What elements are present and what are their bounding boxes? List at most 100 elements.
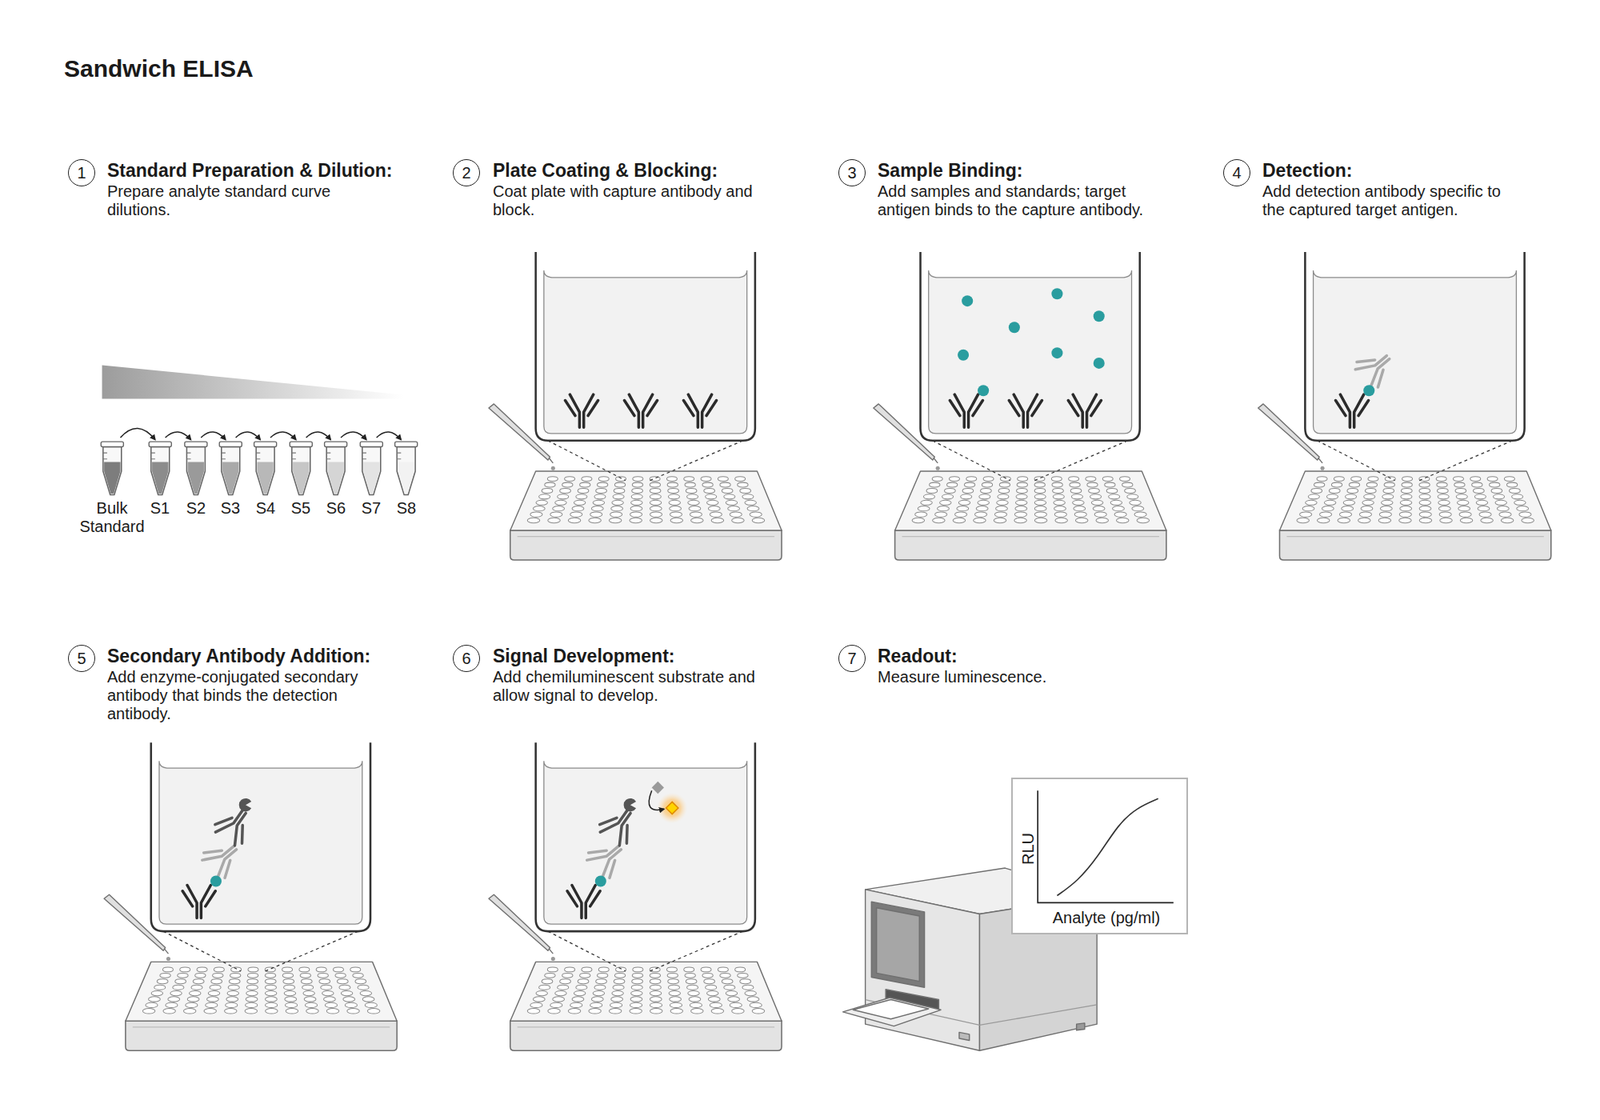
plate-well (187, 996, 200, 1002)
plate-well (949, 476, 960, 482)
plate-well (1348, 482, 1360, 488)
step-description: Add chemiluminescent substrate and allow… (492, 668, 777, 705)
plate-well (1333, 476, 1344, 482)
plate-well (752, 1008, 764, 1015)
secondary-antibody (596, 802, 643, 848)
plate-well (1516, 506, 1529, 512)
plate-seam (902, 536, 1160, 537)
plate-well (285, 1008, 298, 1015)
plate-well (1383, 488, 1395, 493)
plate-well (596, 482, 608, 488)
plate-well (980, 488, 992, 493)
plate-well (1364, 494, 1376, 500)
plate-well (630, 1002, 643, 1008)
tube-graduation (256, 452, 260, 460)
plate-well (282, 967, 293, 972)
plate-well (1016, 488, 1028, 493)
plate-well (227, 990, 239, 996)
plate-well (1112, 506, 1125, 512)
drawer-tray (843, 997, 941, 1027)
plate-well (548, 1008, 560, 1015)
zoom-line (163, 931, 359, 972)
microplate (1279, 471, 1551, 560)
substrate (652, 781, 664, 794)
plate-well (1127, 494, 1139, 500)
plate-well (630, 512, 643, 517)
plate-well (935, 512, 948, 517)
plate-well (165, 1002, 178, 1008)
plate-well (684, 967, 695, 972)
plate-well (932, 476, 943, 482)
plate-well (580, 972, 591, 978)
plate-well (598, 967, 609, 972)
plate-well (209, 984, 221, 990)
plate-well (608, 517, 621, 524)
plate-well (1085, 476, 1096, 482)
plate-well (705, 494, 717, 500)
plate-well (580, 482, 591, 488)
plate-well (685, 488, 697, 493)
plate-well (264, 990, 276, 996)
tube-liquid (327, 462, 344, 495)
plate-well (688, 990, 700, 996)
plate-well (721, 979, 733, 984)
plate-well (704, 488, 716, 493)
well-wall (151, 742, 371, 932)
plate-well (284, 984, 296, 990)
plate-well (547, 476, 558, 482)
plate-well (1016, 500, 1028, 505)
plate-well (977, 500, 989, 505)
plate-well (1400, 488, 1412, 493)
transfer-arrow (340, 432, 367, 440)
tube-cap (324, 441, 348, 447)
plate-well (929, 482, 940, 488)
plate-well (1341, 506, 1354, 512)
plate-well (248, 967, 259, 972)
plate-well (316, 967, 327, 972)
plate-well (536, 500, 548, 505)
step-heading: Secondary Antibody Addition: (107, 645, 371, 667)
transfer-arrow (270, 432, 296, 440)
plate-well (577, 488, 589, 493)
plate-well (702, 972, 713, 978)
plate-well (1512, 494, 1524, 500)
plate-well (630, 996, 643, 1002)
plate-well (555, 500, 567, 505)
plate-well (976, 506, 988, 512)
plate-well (1106, 488, 1118, 493)
plate-well (347, 1008, 360, 1015)
plate-well (744, 990, 756, 996)
plate-well (1305, 500, 1317, 505)
plate-well (560, 979, 572, 984)
plate-well (667, 482, 678, 488)
plate-well (631, 984, 643, 990)
plate-well (732, 1008, 744, 1015)
plate-well (1470, 476, 1481, 482)
plate-well (1316, 476, 1328, 482)
plate-well (649, 972, 660, 978)
step-number: 5 (68, 644, 96, 672)
plate-well (721, 488, 733, 493)
plate-well (691, 517, 704, 524)
plate-well (700, 476, 712, 482)
plate-well (207, 996, 220, 1002)
plate-well (1358, 517, 1371, 524)
plate-well (1368, 476, 1379, 482)
plate-well (527, 517, 540, 524)
plate-well (1521, 517, 1534, 524)
plate-well (669, 1002, 682, 1008)
plate-well (362, 996, 375, 1002)
tube-body (151, 446, 170, 495)
plate-well (1136, 517, 1149, 524)
plate-well (1493, 494, 1505, 500)
plate-well (145, 1002, 158, 1008)
plate-well (1496, 506, 1509, 512)
plate-well (1069, 482, 1080, 488)
plate-well (547, 967, 558, 972)
plate-well (917, 506, 930, 512)
plate-well (688, 500, 700, 505)
tube (289, 441, 312, 495)
plate-well (708, 506, 720, 512)
plate-well (570, 512, 583, 517)
step-heading: Sample Binding: (877, 160, 1023, 181)
